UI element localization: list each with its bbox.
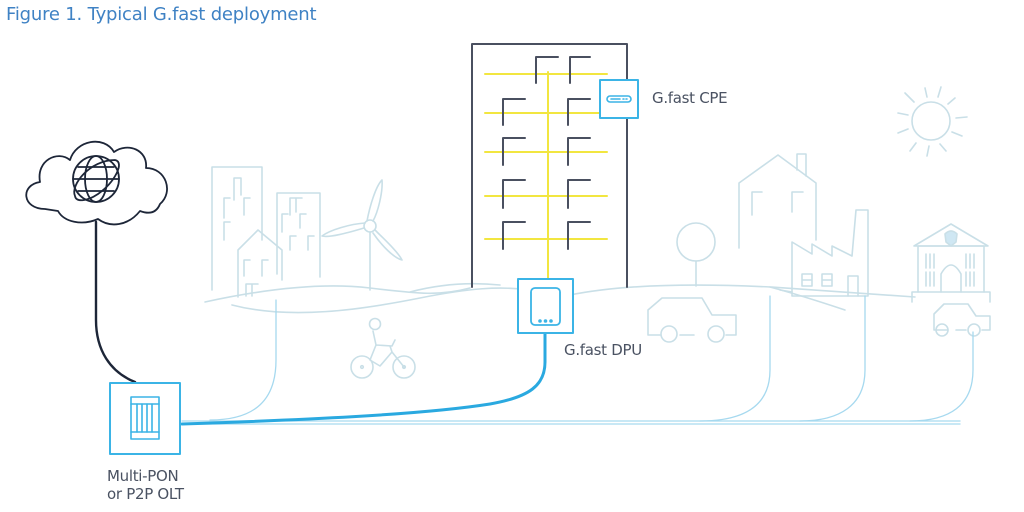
modem-icon (606, 95, 632, 103)
hill-line (231, 287, 531, 314)
olt-label-line2: or P2P OLT (107, 485, 184, 503)
tree-icon (676, 222, 716, 287)
civic-building-icon (911, 223, 991, 303)
backhaul-link (94, 220, 137, 384)
dpu-device-icon (530, 287, 561, 326)
figure-title: Figure 1. Typical G.fast deployment (6, 4, 317, 25)
hill-line (769, 286, 846, 311)
car-icon (933, 303, 991, 337)
cyclist-icon (350, 317, 416, 379)
office-buildings-icon (211, 166, 321, 298)
cpe-label: G.fast CPE (652, 89, 728, 107)
fiber-link-highlight (180, 331, 547, 426)
fiber-drop (699, 295, 771, 422)
olt-rack-icon (130, 396, 160, 440)
scenery (204, 86, 991, 379)
sun-icon (897, 86, 968, 157)
fiber-drop (799, 295, 866, 422)
wind-turbine-icon (321, 179, 403, 291)
olt-frame (109, 382, 181, 455)
cloud-globe-icon (25, 140, 168, 226)
olt-label-line1: Multi-PON (107, 467, 179, 485)
olt-device (109, 382, 181, 455)
car-icon (647, 297, 737, 343)
fiber-drop (909, 331, 974, 422)
factory-icon (779, 209, 869, 297)
hill-line (204, 285, 471, 303)
house-icon (738, 153, 817, 249)
dpu-label: G.fast DPU (564, 341, 642, 359)
cpe-device (599, 79, 639, 119)
apartment-tower-icon (471, 43, 628, 288)
fiber-drops (181, 295, 974, 425)
dpu-device (517, 278, 574, 334)
fiber-drop (209, 299, 277, 421)
hill-line (409, 282, 501, 293)
